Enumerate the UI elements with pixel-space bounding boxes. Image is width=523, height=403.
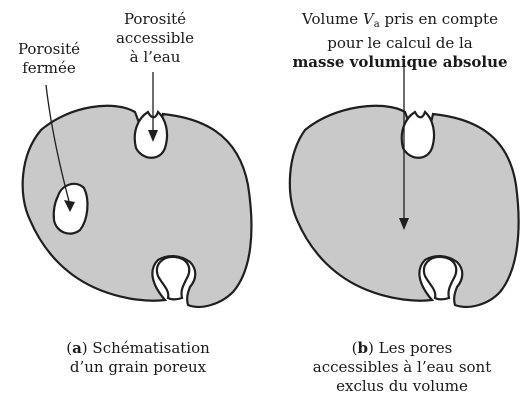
label-open-porosity: Porosité accessible à l’eau	[100, 10, 210, 67]
label-volume-line1: Volume Va pris en compte	[280, 10, 520, 34]
caption-b-line1: (b) Les pores	[282, 339, 522, 358]
label-volume-line3: masse volumique absolue	[280, 53, 520, 72]
label-volume-pre: Volume	[302, 10, 363, 28]
caption-a-letter: a	[72, 339, 82, 357]
caption-a-line1: (a) Schématisation	[18, 339, 258, 358]
caption-a-line2: d’un grain poreux	[18, 358, 258, 377]
caption-b: (b) Les pores accessibles à l’eau sont e…	[282, 339, 522, 396]
caption-b-line3: exclus du volume	[282, 377, 522, 396]
right-bottom-pore	[424, 257, 456, 300]
right-open-pore	[402, 112, 434, 158]
caption-a: (a) Schématisation d’un grain poreux	[18, 339, 258, 377]
left-grain	[23, 106, 252, 307]
label-closed-line1: Porosité	[4, 40, 94, 59]
caption-a-line1-rest: Schématisation	[88, 339, 210, 357]
label-volume-var: V	[363, 10, 374, 28]
label-open-line3: à l’eau	[100, 48, 210, 67]
label-closed-line2: fermée	[4, 59, 94, 78]
label-open-line2: accessible	[100, 29, 210, 48]
left-bottom-pore	[157, 257, 189, 300]
caption-b-letter: b	[358, 339, 369, 357]
caption-b-line1-rest: Les pores	[374, 339, 452, 357]
label-volume: Volume Va pris en compte pour le calcul …	[280, 10, 520, 72]
label-volume-post: pris en compte	[380, 10, 498, 28]
label-open-line1: Porosité	[100, 10, 210, 29]
label-volume-line2: pour le calcul de la	[280, 34, 520, 53]
caption-b-line2: accessibles à l’eau sont	[282, 358, 522, 377]
label-closed-porosity: Porosité fermée	[4, 40, 94, 78]
